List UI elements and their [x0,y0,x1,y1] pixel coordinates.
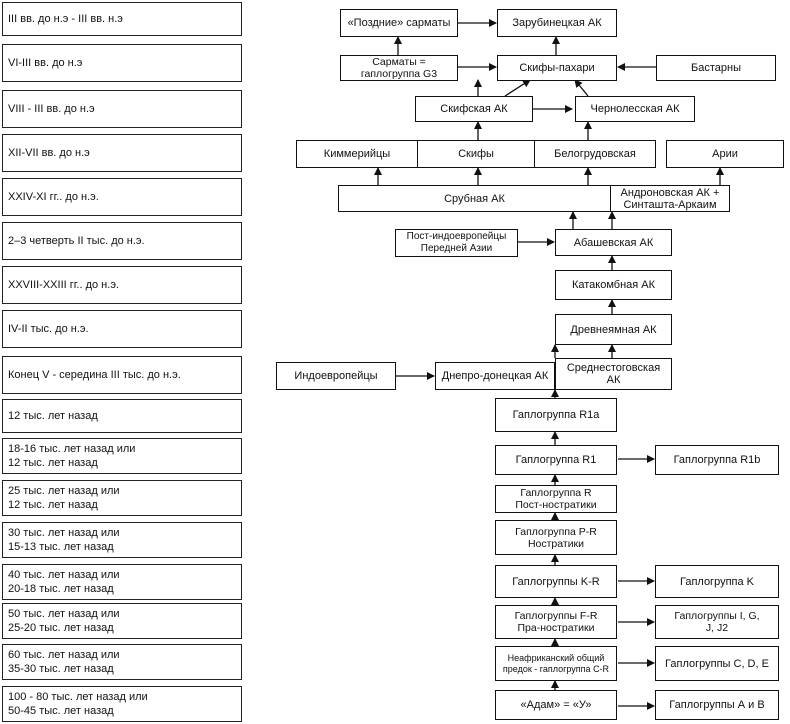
era-label: VI-III вв. до н.э [2,44,242,82]
era-label: 12 тыс. лет назад [2,399,242,433]
era-label: 25 тыс. лет назад или 12 тыс. лет назад [2,480,242,516]
node-haplogroups-igj: Гаплогруппы I, G, J, J2 [655,605,779,639]
node-haplogroup-cr: Неафриканский общий предок - гаплогруппа… [495,646,617,681]
node-yamnaya: Древнеямная АК [555,314,672,345]
era-label: 30 тыс. лет назад или 15-13 тыс. лет наз… [2,522,242,558]
era-label: 60 тыс. лет назад или 35-30 тыс. лет наз… [2,644,242,680]
node-haplogroups-fr: Гаплогруппы F-R Пра-ностратики [495,605,617,639]
era-label: 18-16 тыс. лет назад или 12 тыс. лет наз… [2,438,242,474]
node-post-indoeuropeans: Пост-индоевропейцы Передней Азии [395,229,518,257]
node-scythian-ac: Скифская АК [415,96,533,122]
era-label: Конец V - середина III тыс. до н.э. [2,356,242,394]
node-haplogroup-r1a: Гаплогруппа R1a [495,398,617,432]
node-catacomb: Катакомбная АК [555,270,672,300]
era-label: XXIV-XI гг.. до н.э. [2,178,242,216]
node-haplogroup-k: Гаплогруппа K [655,565,779,598]
node-andronovo: Андроновская АК + Синташта-Аркаим [610,185,730,212]
node-dnieper-donets: Днепро-донецкая АК [435,362,555,390]
node-scythians: Скифы [417,140,535,168]
node-haplogroup-r: Гаплогруппа R Пост-ностратики [495,485,617,513]
node-chernoles: Чернолесская АК [575,96,695,122]
node-scythian-ploughmen: Скифы-пахари [497,55,617,81]
node-cimmerians: Киммерийцы [296,140,418,168]
era-label: 40 тыс. лет назад или 20-18 тыс. лет наз… [2,564,242,600]
arrow [574,79,589,97]
node-abashevo: Абашевская АК [555,229,672,256]
era-label: III вв. до н.э - III вв. н.э [2,2,242,36]
node-belogrudovka: Белогрудовская [534,140,656,168]
era-label: VIII - III вв. до н.э [2,90,242,128]
node-haplogroups-ab: Гаплогруппы А и В [655,690,779,720]
node-aryans: Арии [666,140,784,168]
node-zarubintsy: Зарубинецкая АК [497,9,617,37]
era-label: XII-VII вв. до н.э [2,134,242,172]
node-haplogroups-kr: Гаплогруппы K-R [495,565,617,598]
node-haplogroup-pr: Гаплогруппа P-R Ностратики [495,520,617,555]
arrow [504,79,531,97]
era-label: IV-II тыс. до н.э. [2,310,242,348]
era-label: 100 - 80 тыс. лет назад или 50-45 тыс. л… [2,686,242,722]
era-label: 50 тыс. лет назад или 25-20 тыс. лет наз… [2,603,242,639]
era-label: 2–3 четверть II тыс. до н.э. [2,222,242,260]
node-srednestog: Среднестоговская АК [555,358,672,390]
era-label: XXVIII-XXIII гг.. до н.э. [2,266,242,304]
node-adam: «Адам» = «У» [495,690,617,720]
node-bastarnae: Бастарны [656,55,776,81]
node-srubnaya: Срубная АК [338,185,611,212]
node-sarmatians-g3: Сарматы = гаплогруппа G3 [340,55,458,81]
node-haplogroups-cde: Гаплогруппы C, D, E [655,646,779,681]
node-haplogroup-r1b: Гаплогруппа R1b [655,445,779,475]
node-late-sarmatians: «Поздние» сарматы [340,9,458,37]
node-indoeuropeans: Индоевропейцы [276,362,396,390]
node-haplogroup-r1: Гаплогруппа R1 [495,445,617,475]
